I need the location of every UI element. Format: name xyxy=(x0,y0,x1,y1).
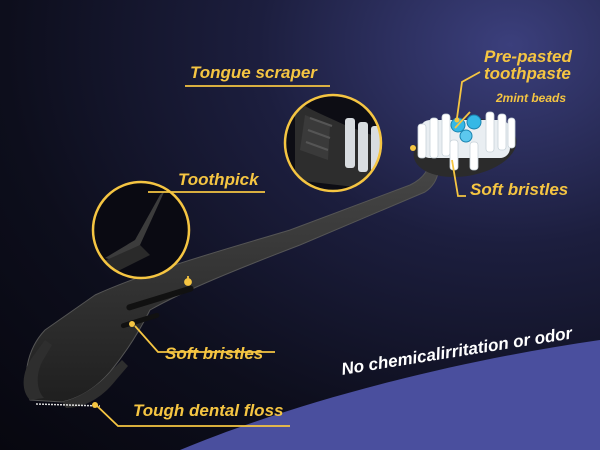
bottom-wave xyxy=(180,340,600,450)
dental-floss-line xyxy=(35,403,101,407)
label-soft-bristles-head: Soft bristles xyxy=(470,180,569,199)
toothpick-magnifier xyxy=(91,180,191,280)
callout-lines xyxy=(94,71,481,427)
label-pre-pasted-toothpaste: Pre-pasted toothpaste xyxy=(484,48,572,82)
label-pre-pasted-line2: toothpaste xyxy=(484,64,571,83)
label-soft-bristles-handle: Soft bristles xyxy=(165,344,264,363)
label-mint-beads: 2mint beads xyxy=(496,91,567,105)
tongue-scraper-magnifier xyxy=(283,93,383,193)
label-toothpick: Toothpick xyxy=(178,170,259,189)
label-tongue-scraper: Tongue scraper xyxy=(190,63,317,82)
label-dental-floss: Tough dental floss xyxy=(133,401,284,420)
label-pre-pasted-line1: Pre-pasted xyxy=(484,47,572,66)
mint-beads xyxy=(450,114,482,143)
